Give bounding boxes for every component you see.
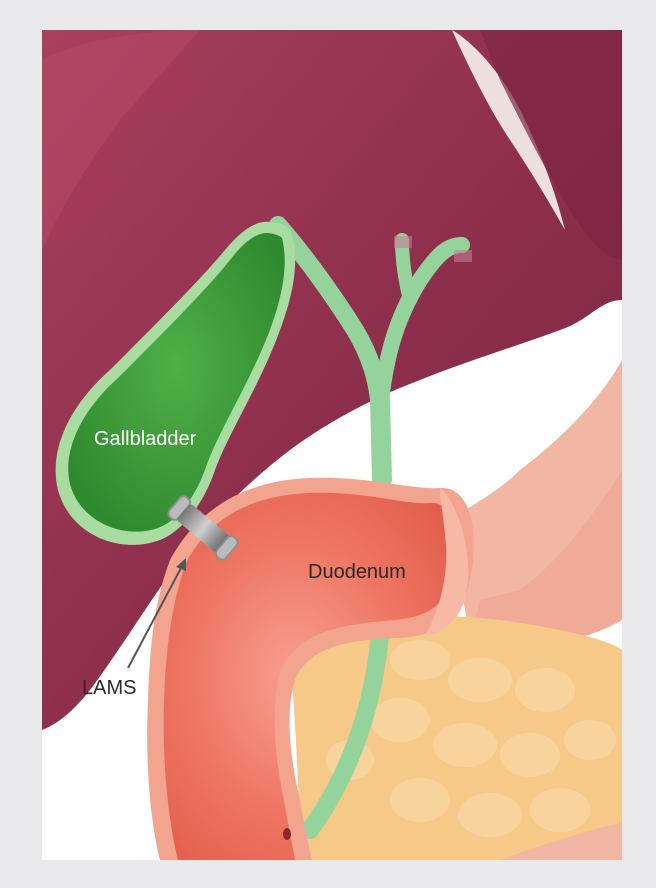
duodenum-label: Duodenum — [308, 561, 406, 583]
pancreas — [290, 616, 622, 860]
duct-end-left — [394, 236, 412, 248]
lams-label: LAMS — [82, 677, 136, 699]
ampulla-dot — [283, 828, 291, 840]
duct-end-right — [454, 250, 472, 262]
gallbladder-label: Gallbladder — [94, 428, 197, 450]
